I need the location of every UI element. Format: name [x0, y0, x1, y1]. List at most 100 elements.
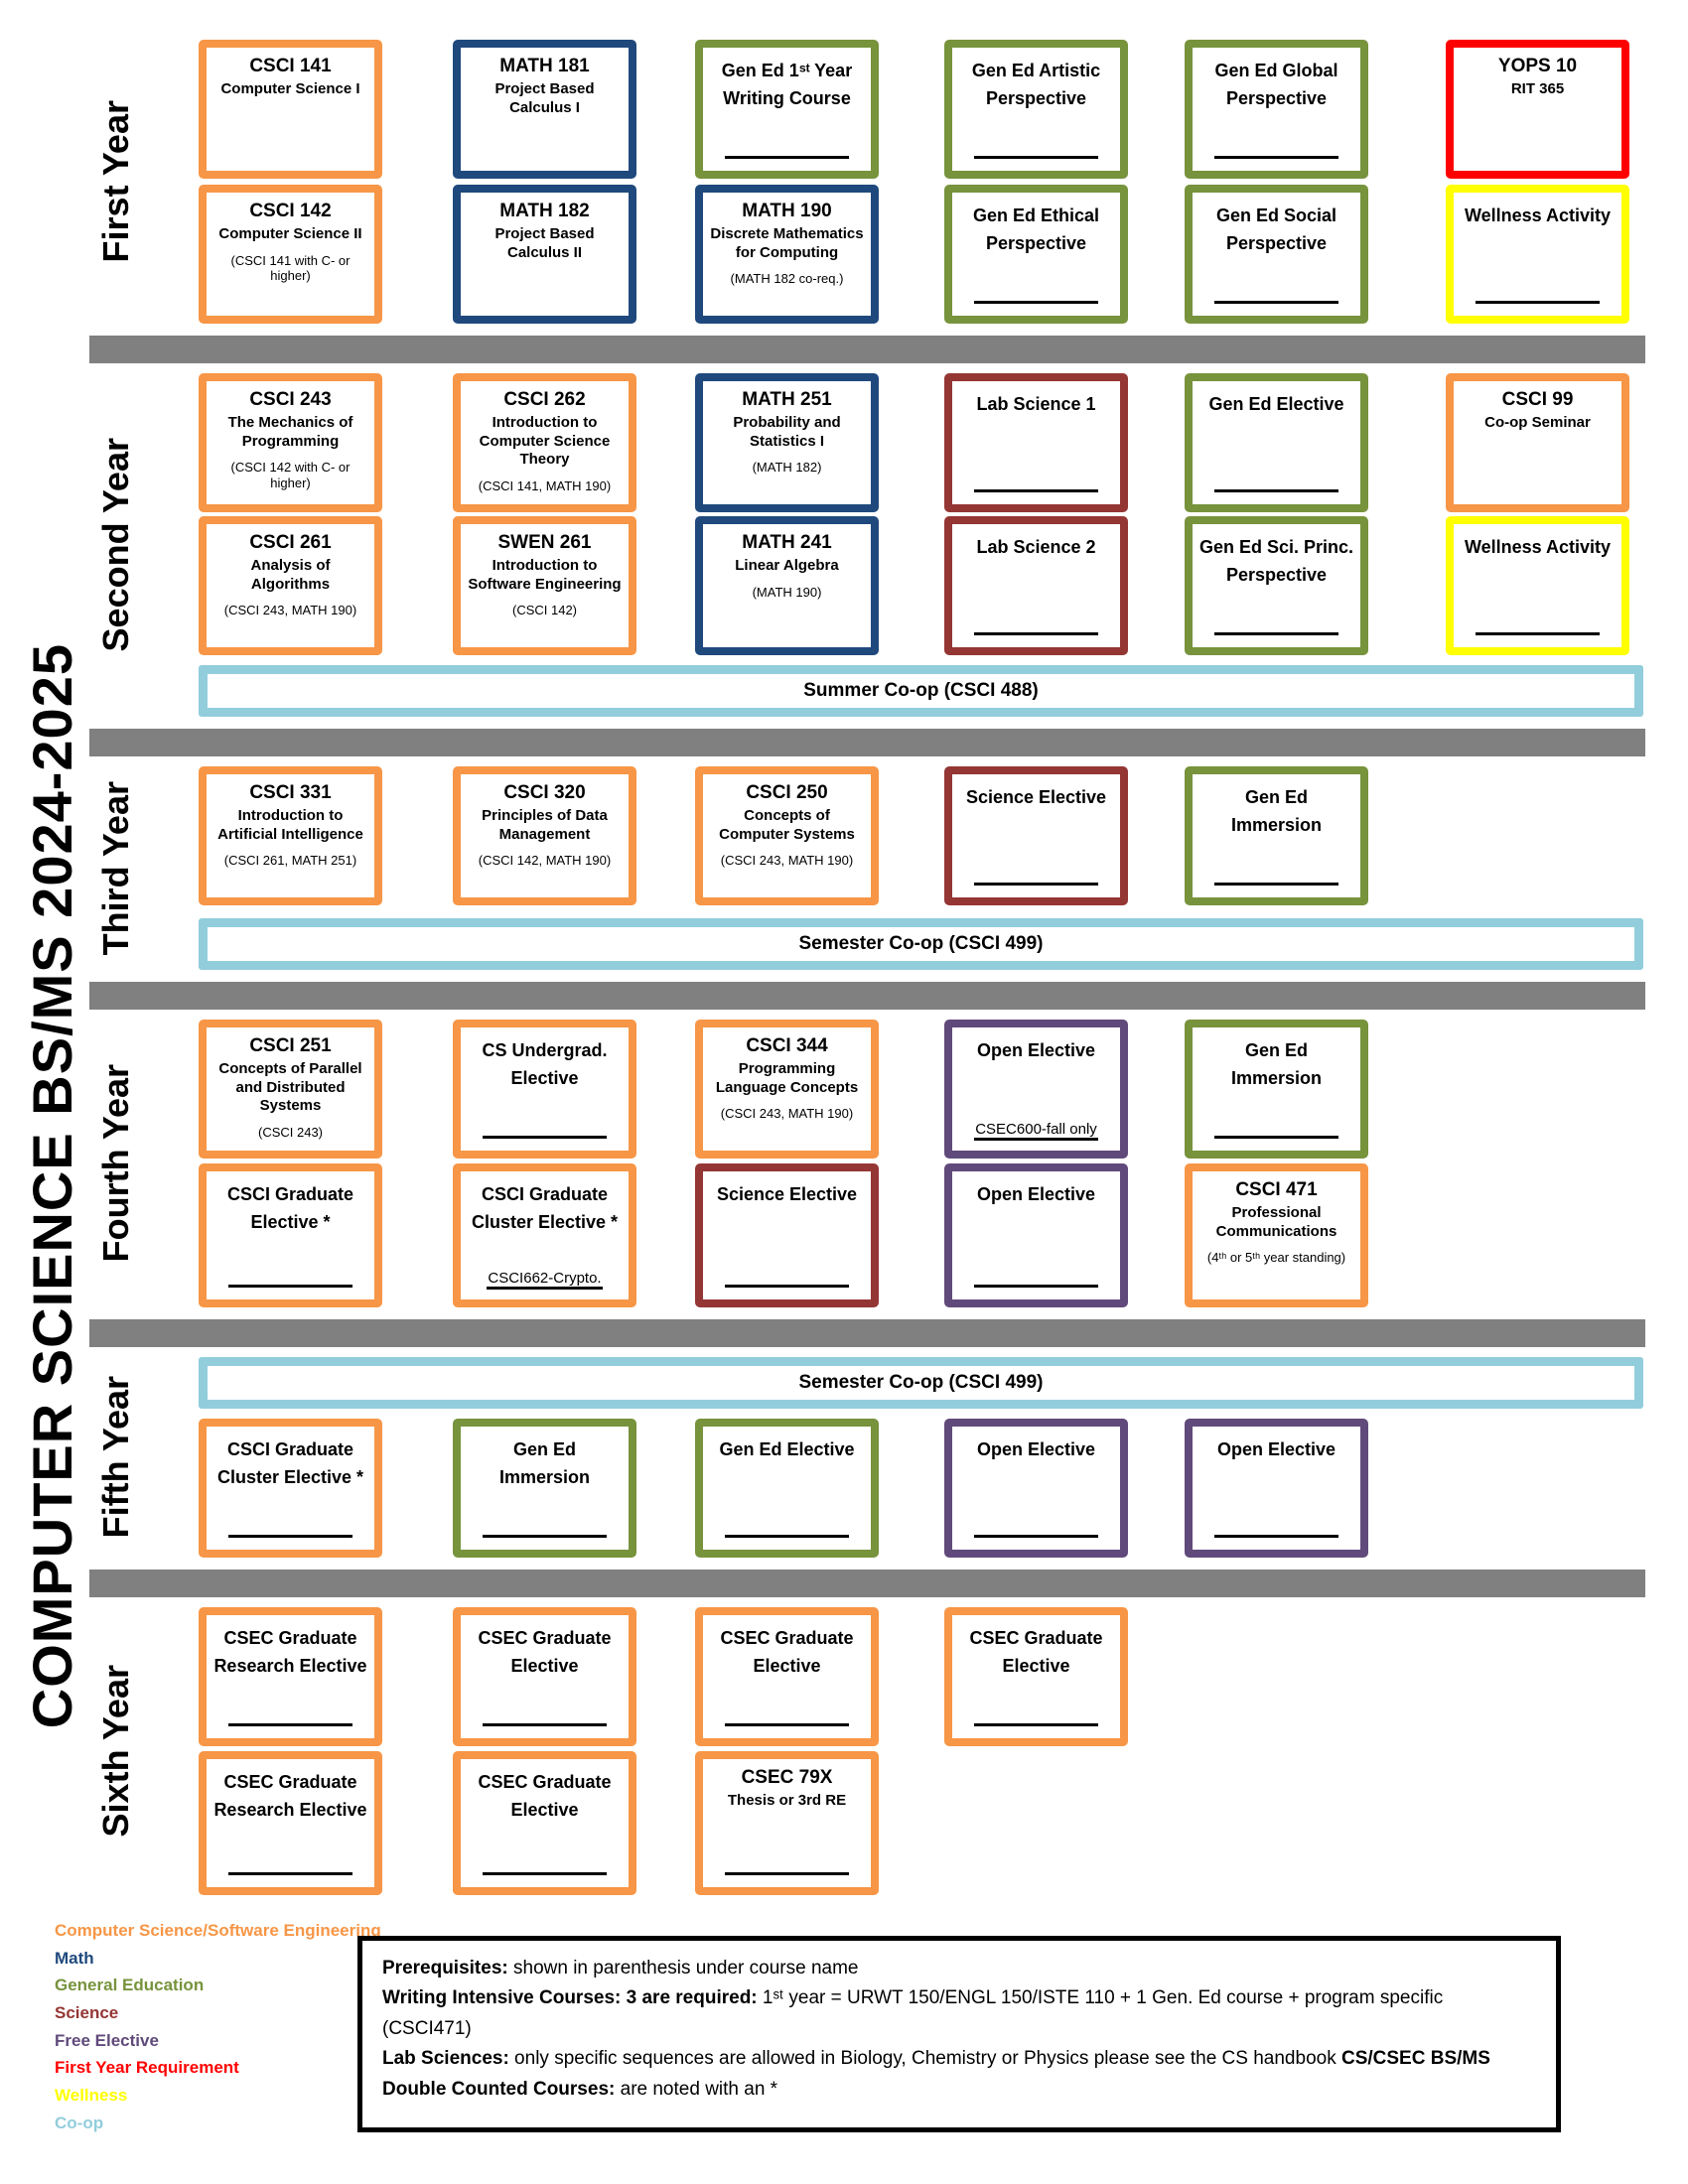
course-name: Project Based Calculus II: [494, 224, 595, 261]
course-prereq: (CSCI 142): [511, 603, 578, 618]
year-label-fifth: Fifth Year: [91, 1357, 141, 1558]
course-box: CSCI Graduate Cluster Elective *: [199, 1419, 382, 1558]
course-box: Wellness Activity: [1446, 516, 1629, 655]
course-box: Lab Science 2: [944, 516, 1128, 655]
course-name: CSEC Graduate Elective: [478, 1628, 612, 1676]
coop-bar-label: Summer Co-op (CSCI 488): [803, 680, 1039, 701]
course-box: CSEC Graduate Elective: [453, 1751, 636, 1895]
blank-line: [1214, 632, 1338, 635]
course-name: Gen Ed Ethical Perspective: [972, 205, 1100, 253]
course-box: CSEC Graduate Elective: [453, 1607, 636, 1746]
course-name: Lab Science 1: [976, 394, 1096, 414]
year-label-text: Sixth Year: [95, 1665, 136, 1838]
blank-line: [974, 301, 1098, 304]
year-label-sixth: Sixth Year: [91, 1607, 141, 1895]
coop-bar-label: Semester Co-op (CSCI 499): [798, 1372, 1044, 1393]
course-name: Discrete Mathematics for Computing: [710, 224, 864, 261]
course-prereq: (CSCI 142 with C- or higher): [230, 460, 351, 490]
blank-line: [228, 1285, 352, 1288]
course-name: Gen Ed Sci. Princ. Perspective: [1198, 537, 1354, 585]
year-label-second: Second Year: [91, 373, 141, 717]
notes-text: only specific sequences are allowed in B…: [508, 2048, 1341, 2070]
year-label-text: Second Year: [95, 438, 136, 652]
coop-bar-label: Semester Co-op (CSCI 499): [798, 933, 1044, 954]
course-name: CSEC Graduate Elective: [720, 1628, 854, 1676]
course-code: MATH 190: [742, 201, 832, 221]
legend-item: Co-op: [55, 2113, 104, 2132]
page-title: COMPUTER SCIENCE BS/MS 2024-2025: [10, 477, 93, 1896]
course-name: Gen Ed Social Perspective: [1215, 205, 1337, 253]
year-label-text: Fourth Year: [95, 1064, 136, 1263]
course-code: CSCI 99: [1501, 389, 1574, 410]
course-box: Gen Ed Immersion: [1185, 766, 1368, 905]
course-box: Gen Ed Ethical Perspective: [944, 185, 1128, 324]
fill-in-text: CSCI662-Crypto.: [487, 1270, 603, 1290]
course-name: CS Undergrad. Elective: [482, 1040, 608, 1088]
course-box: Gen Ed Global Perspective: [1185, 40, 1368, 179]
course-name: CSCI Graduate Elective *: [226, 1184, 354, 1232]
course-name: Gen Ed Immersion: [498, 1439, 591, 1487]
section-divider: [89, 1570, 1645, 1597]
year-label-first: First Year: [91, 40, 141, 324]
course-name: CSCI Graduate Cluster Elective *: [471, 1184, 619, 1232]
legend-item: Computer Science/Software Engineering: [55, 1921, 381, 1940]
course-box: CSEC Graduate Research Elective: [199, 1751, 382, 1895]
course-code: CSCI 331: [249, 782, 332, 803]
blank-line: [483, 1872, 607, 1875]
course-name: The Mechanics of Programming: [227, 413, 353, 450]
notes-text: Prerequisites:: [382, 1958, 508, 1979]
blank-line: [974, 1723, 1098, 1726]
course-box: Open Elective: [944, 1163, 1128, 1307]
course-box: Lab Science 1: [944, 373, 1128, 512]
course-name: Gen Ed Immersion: [1230, 787, 1323, 835]
notes-text: are noted with an *: [615, 2078, 778, 2100]
course-box: Gen Ed Elective: [695, 1419, 879, 1558]
section-divider: [89, 1319, 1645, 1347]
course-box: Open Elective: [944, 1419, 1128, 1558]
blank-line: [1214, 489, 1338, 492]
blank-line: [1476, 632, 1600, 635]
course-name: Probability and Statistics I: [733, 413, 841, 450]
course-box: Gen Ed Artistic Perspective: [944, 40, 1128, 179]
course-box: CSCI Graduate Elective *: [199, 1163, 382, 1307]
course-name: Wellness Activity: [1464, 205, 1612, 225]
course-box: Science Elective: [944, 766, 1128, 905]
course-prereq: (MATH 182): [752, 460, 822, 476]
notes-box: Prerequisites: shown in parenthesis unde…: [357, 1936, 1561, 2132]
course-box: CSEC Graduate Elective: [944, 1607, 1128, 1746]
blank-line: [974, 156, 1098, 159]
blank-line: [483, 1136, 607, 1139]
course-name: CSEC Graduate Research Elective: [213, 1628, 367, 1676]
course-prereq: (4ᵗʰ or 5ᵗʰ year standing): [1206, 1250, 1346, 1266]
course-box: Wellness Activity: [1446, 185, 1629, 324]
blank-line: [1214, 1136, 1338, 1139]
course-code: CSCI 142: [249, 201, 332, 221]
course-prereq: (CSCI 243, MATH 190): [720, 853, 854, 869]
notes-line: Lab Sciences: only specific sequences ar…: [382, 2044, 1536, 2105]
legend-item: Science: [55, 2003, 119, 2023]
course-code: CSCI 250: [746, 782, 828, 803]
course-name: CSEC Graduate Elective: [969, 1628, 1103, 1676]
course-name: Linear Algebra: [735, 556, 839, 574]
course-box: Gen Ed Elective: [1185, 373, 1368, 512]
section-divider: [89, 982, 1645, 1010]
course-box: CSCI Graduate Cluster Elective * CSCI662-…: [453, 1163, 636, 1307]
course-box: CSEC Graduate Elective: [695, 1607, 879, 1746]
course-code: CSCI 141: [249, 56, 332, 76]
course-name: Introduction to Software Engineering: [468, 556, 622, 593]
course-code: YOPS 10: [1497, 56, 1578, 76]
